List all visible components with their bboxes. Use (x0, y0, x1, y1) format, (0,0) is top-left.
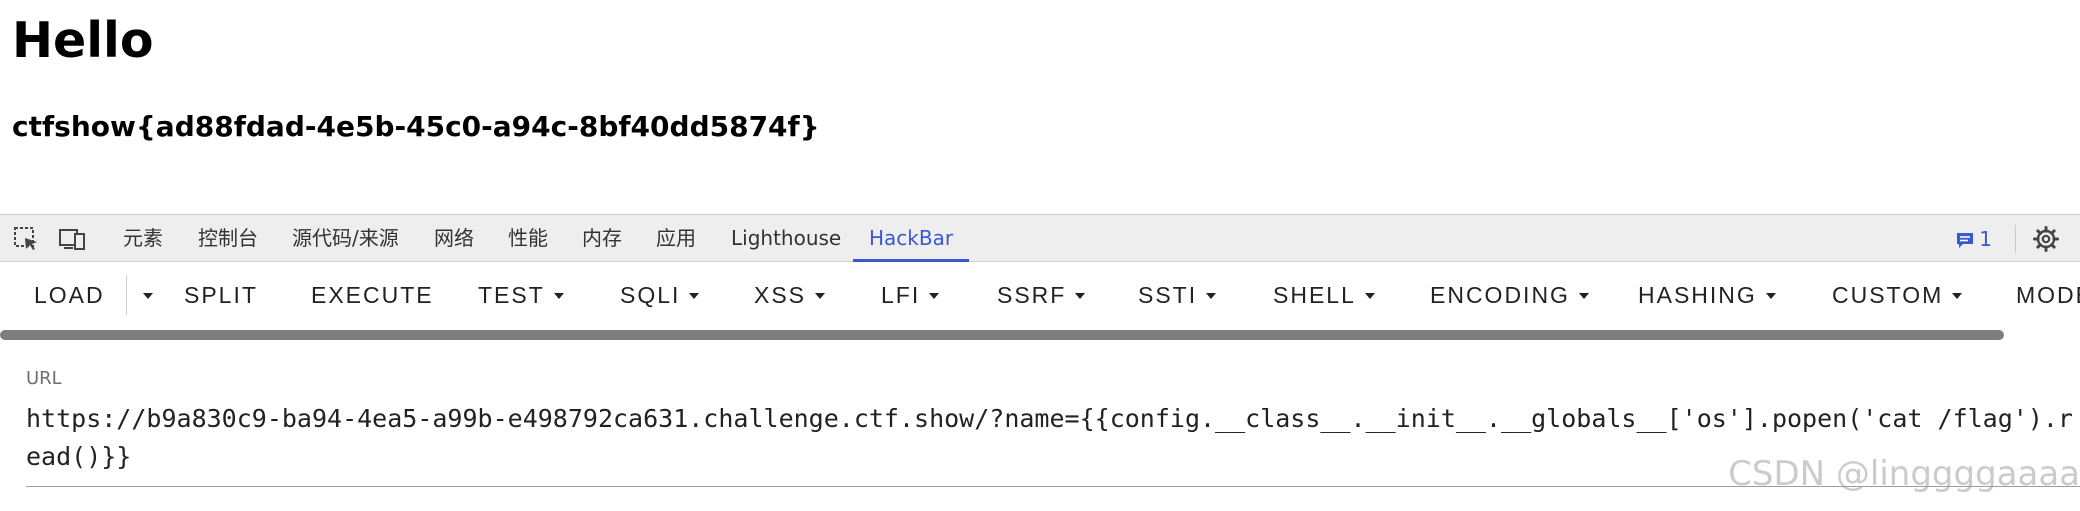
mode-menu-button[interactable]: MODE (2016, 282, 2080, 308)
hashing-menu-button[interactable]: HASHING (1638, 262, 1776, 328)
custom-menu-button[interactable]: CUSTOM (1832, 262, 1963, 328)
tab-lighthouse[interactable]: Lighthouse (731, 226, 842, 250)
chevron-down-icon (1206, 293, 1217, 299)
test-label: TEST (478, 282, 545, 308)
hackbar-toolbar: LOAD SPLIT EXECUTE TEST SQLI XSS LFI SSR… (0, 262, 2080, 328)
load-button[interactable]: LOAD (34, 282, 105, 308)
load-split-divider (126, 275, 127, 315)
chevron-down-icon (1765, 293, 1776, 299)
shell-label: SHELL (1273, 282, 1356, 308)
chevron-down-icon (1578, 293, 1589, 299)
chevron-down-icon (143, 293, 153, 299)
shell-menu-button[interactable]: SHELL (1273, 262, 1375, 328)
execute-button[interactable]: EXECUTE (311, 282, 434, 308)
ssrf-menu-button[interactable]: SSRF (997, 262, 1086, 328)
chevron-down-icon (815, 293, 826, 299)
tab-performance[interactable]: 性能 (508, 226, 548, 250)
chevron-down-icon (1952, 293, 1963, 299)
sqli-menu-button[interactable]: SQLI (620, 262, 700, 328)
ssti-label: SSTI (1138, 282, 1198, 308)
encoding-menu-button[interactable]: ENCODING (1430, 262, 1589, 328)
tab-console[interactable]: 控制台 (198, 226, 258, 250)
tab-hackbar[interactable]: HackBar (852, 215, 970, 262)
xss-label: XSS (754, 282, 807, 308)
custom-label: CUSTOM (1832, 282, 1944, 308)
issues-count: 1 (1979, 227, 1992, 251)
url-section: URL https://b9a830c9-ba94-4ea5-a99b-e498… (0, 356, 2080, 511)
xss-menu-button[interactable]: XSS (754, 262, 826, 328)
tab-memory[interactable]: 内存 (582, 226, 622, 250)
hashing-label: HASHING (1638, 282, 1757, 308)
chevron-down-icon (1075, 293, 1086, 299)
chevron-down-icon (1364, 293, 1375, 299)
sqli-label: SQLI (620, 282, 681, 308)
web-page-content: Hello ctfshow{ad88fdad-4e5b-45c0-a94c-8b… (0, 0, 2080, 214)
ssti-menu-button[interactable]: SSTI (1138, 262, 1217, 328)
tab-elements[interactable]: 元素 (123, 226, 163, 250)
lfi-menu-button[interactable]: LFI (881, 262, 940, 328)
encoding-label: ENCODING (1430, 282, 1570, 308)
chevron-down-icon (929, 293, 940, 299)
toolbar-horizontal-scrollbar[interactable] (0, 330, 2004, 340)
lfi-label: LFI (881, 282, 921, 308)
split-button[interactable]: SPLIT (184, 282, 258, 308)
url-label: URL (26, 368, 62, 389)
flag-output: ctfshow{ad88fdad-4e5b-45c0-a94c-8bf40dd5… (12, 110, 820, 143)
settings-gear-icon[interactable] (2032, 225, 2060, 253)
issues-icon (1957, 233, 1974, 248)
page-heading: Hello (12, 12, 154, 69)
tabbar-divider (2015, 225, 2016, 253)
issues-badge[interactable]: 1 (1955, 225, 1992, 253)
test-menu-button[interactable]: TEST (478, 262, 564, 328)
ssrf-label: SSRF (997, 282, 1067, 308)
tab-network[interactable]: 网络 (434, 226, 474, 250)
chevron-down-icon (553, 293, 564, 299)
url-input[interactable]: https://b9a830c9-ba94-4ea5-a99b-e498792c… (26, 400, 2080, 487)
tab-sources[interactable]: 源代码/来源 (292, 226, 399, 250)
load-dropdown-button[interactable] (134, 262, 153, 328)
tab-application[interactable]: 应用 (656, 226, 696, 250)
devtools-tabbar: 元素 控制台 源代码/来源 网络 性能 内存 应用 Lighthouse Hac… (0, 214, 2080, 262)
chevron-down-icon (689, 293, 700, 299)
inspect-element-icon[interactable] (12, 225, 40, 253)
device-toolbar-icon[interactable] (58, 225, 86, 253)
csdn-watermark: CSDN @linggggaaaa (1728, 454, 2080, 494)
